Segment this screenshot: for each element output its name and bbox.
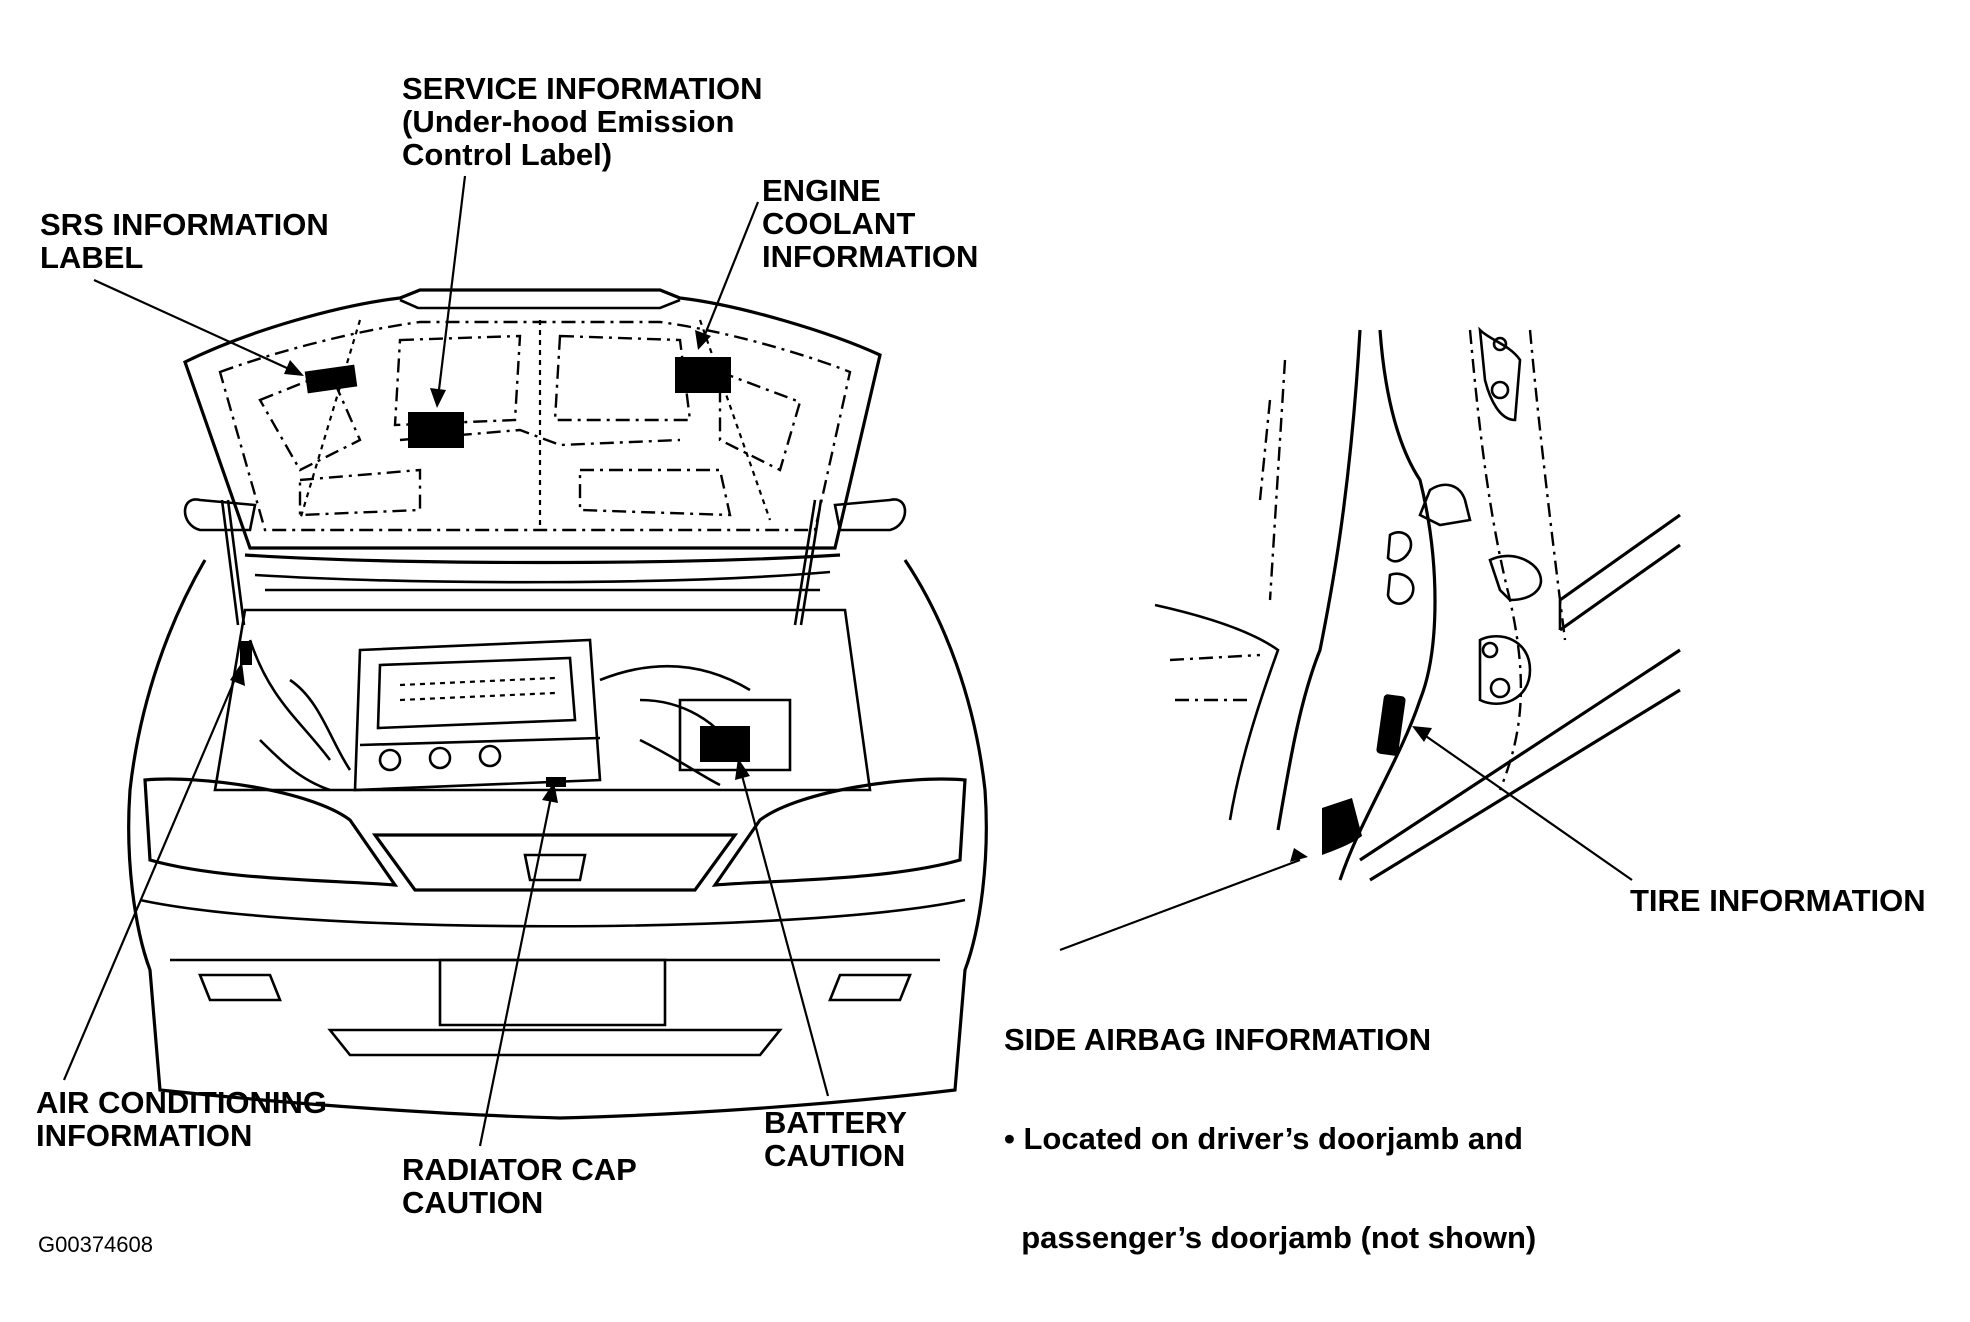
car-label-patches (240, 357, 750, 787)
air-conditioning-label: AIR CONDITIONING INFORMATION (36, 1086, 327, 1152)
side-airbag-title: SIDE AIRBAG INFORMATION (1004, 1022, 1432, 1057)
srs-label-patch (304, 364, 358, 394)
battery-arrowhead (735, 758, 750, 780)
tire-label-patch (1376, 694, 1406, 756)
side-airbag-note-2: passenger’s doorjamb (not shown) (1004, 1220, 1537, 1255)
engine-coolant-line-2: COOLANT (762, 206, 916, 241)
coolant-arrowhead (695, 330, 711, 350)
battery-caution-line-1: BATTERY (764, 1105, 907, 1140)
tire-information-label: TIRE INFORMATION (1630, 884, 1926, 917)
ac-arrowhead (230, 662, 245, 686)
radiator-cap-line-1: RADIATOR CAP (402, 1152, 637, 1187)
service-arrowhead (430, 388, 446, 408)
side-airbag-arrowhead (1290, 848, 1308, 862)
srs-arrowhead (284, 360, 304, 376)
srs-information-label: SRS INFORMATION LABEL (40, 208, 329, 274)
service-information-label: SERVICE INFORMATION (Under-hood Emission… (402, 72, 763, 171)
radiator-cap-line-2: CAUTION (402, 1185, 544, 1220)
battery-caution-label: BATTERY CAUTION (764, 1106, 907, 1172)
ac-label-patch (240, 641, 252, 665)
air-conditioning-line-1: AIR CONDITIONING (36, 1085, 328, 1120)
figure-code: G00374608 (38, 1232, 153, 1257)
radiator-label-patch (546, 777, 566, 787)
side-airbag-label-patch (1322, 798, 1362, 855)
coolant-label-patch (675, 357, 731, 393)
radiator-cap-label: RADIATOR CAP CAUTION (402, 1153, 637, 1219)
service-information-line-2: (Under-hood Emission (402, 104, 735, 139)
arrowheads (230, 330, 1432, 862)
engine-coolant-label: ENGINE COOLANT INFORMATION (762, 174, 978, 273)
battery-caution-line-2: CAUTION (764, 1138, 906, 1173)
service-information-line-3: Control Label) (402, 137, 613, 172)
radiator-arrowhead (542, 782, 558, 803)
engine-coolant-line-1: ENGINE (762, 173, 881, 208)
tire-information-text: TIRE INFORMATION (1630, 883, 1926, 918)
service-label-patch (408, 412, 464, 448)
side-airbag-label: SIDE AIRBAG INFORMATION • Located on dri… (1004, 957, 1536, 1287)
doorjamb-illustration (1154, 326, 1681, 882)
tire-arrowhead (1412, 726, 1432, 742)
srs-information-line-2: LABEL (40, 240, 144, 275)
engine-coolant-line-3: INFORMATION (762, 239, 979, 274)
car-illustration (127, 288, 988, 1120)
leader-lines (62, 175, 1633, 1147)
air-conditioning-line-2: INFORMATION (36, 1118, 253, 1153)
battery-label-patch (700, 726, 750, 762)
service-information-line-1: SERVICE INFORMATION (402, 71, 763, 106)
side-airbag-note-1: • Located on driver’s doorjamb and (1004, 1121, 1523, 1156)
srs-information-line-1: SRS INFORMATION (40, 207, 329, 242)
